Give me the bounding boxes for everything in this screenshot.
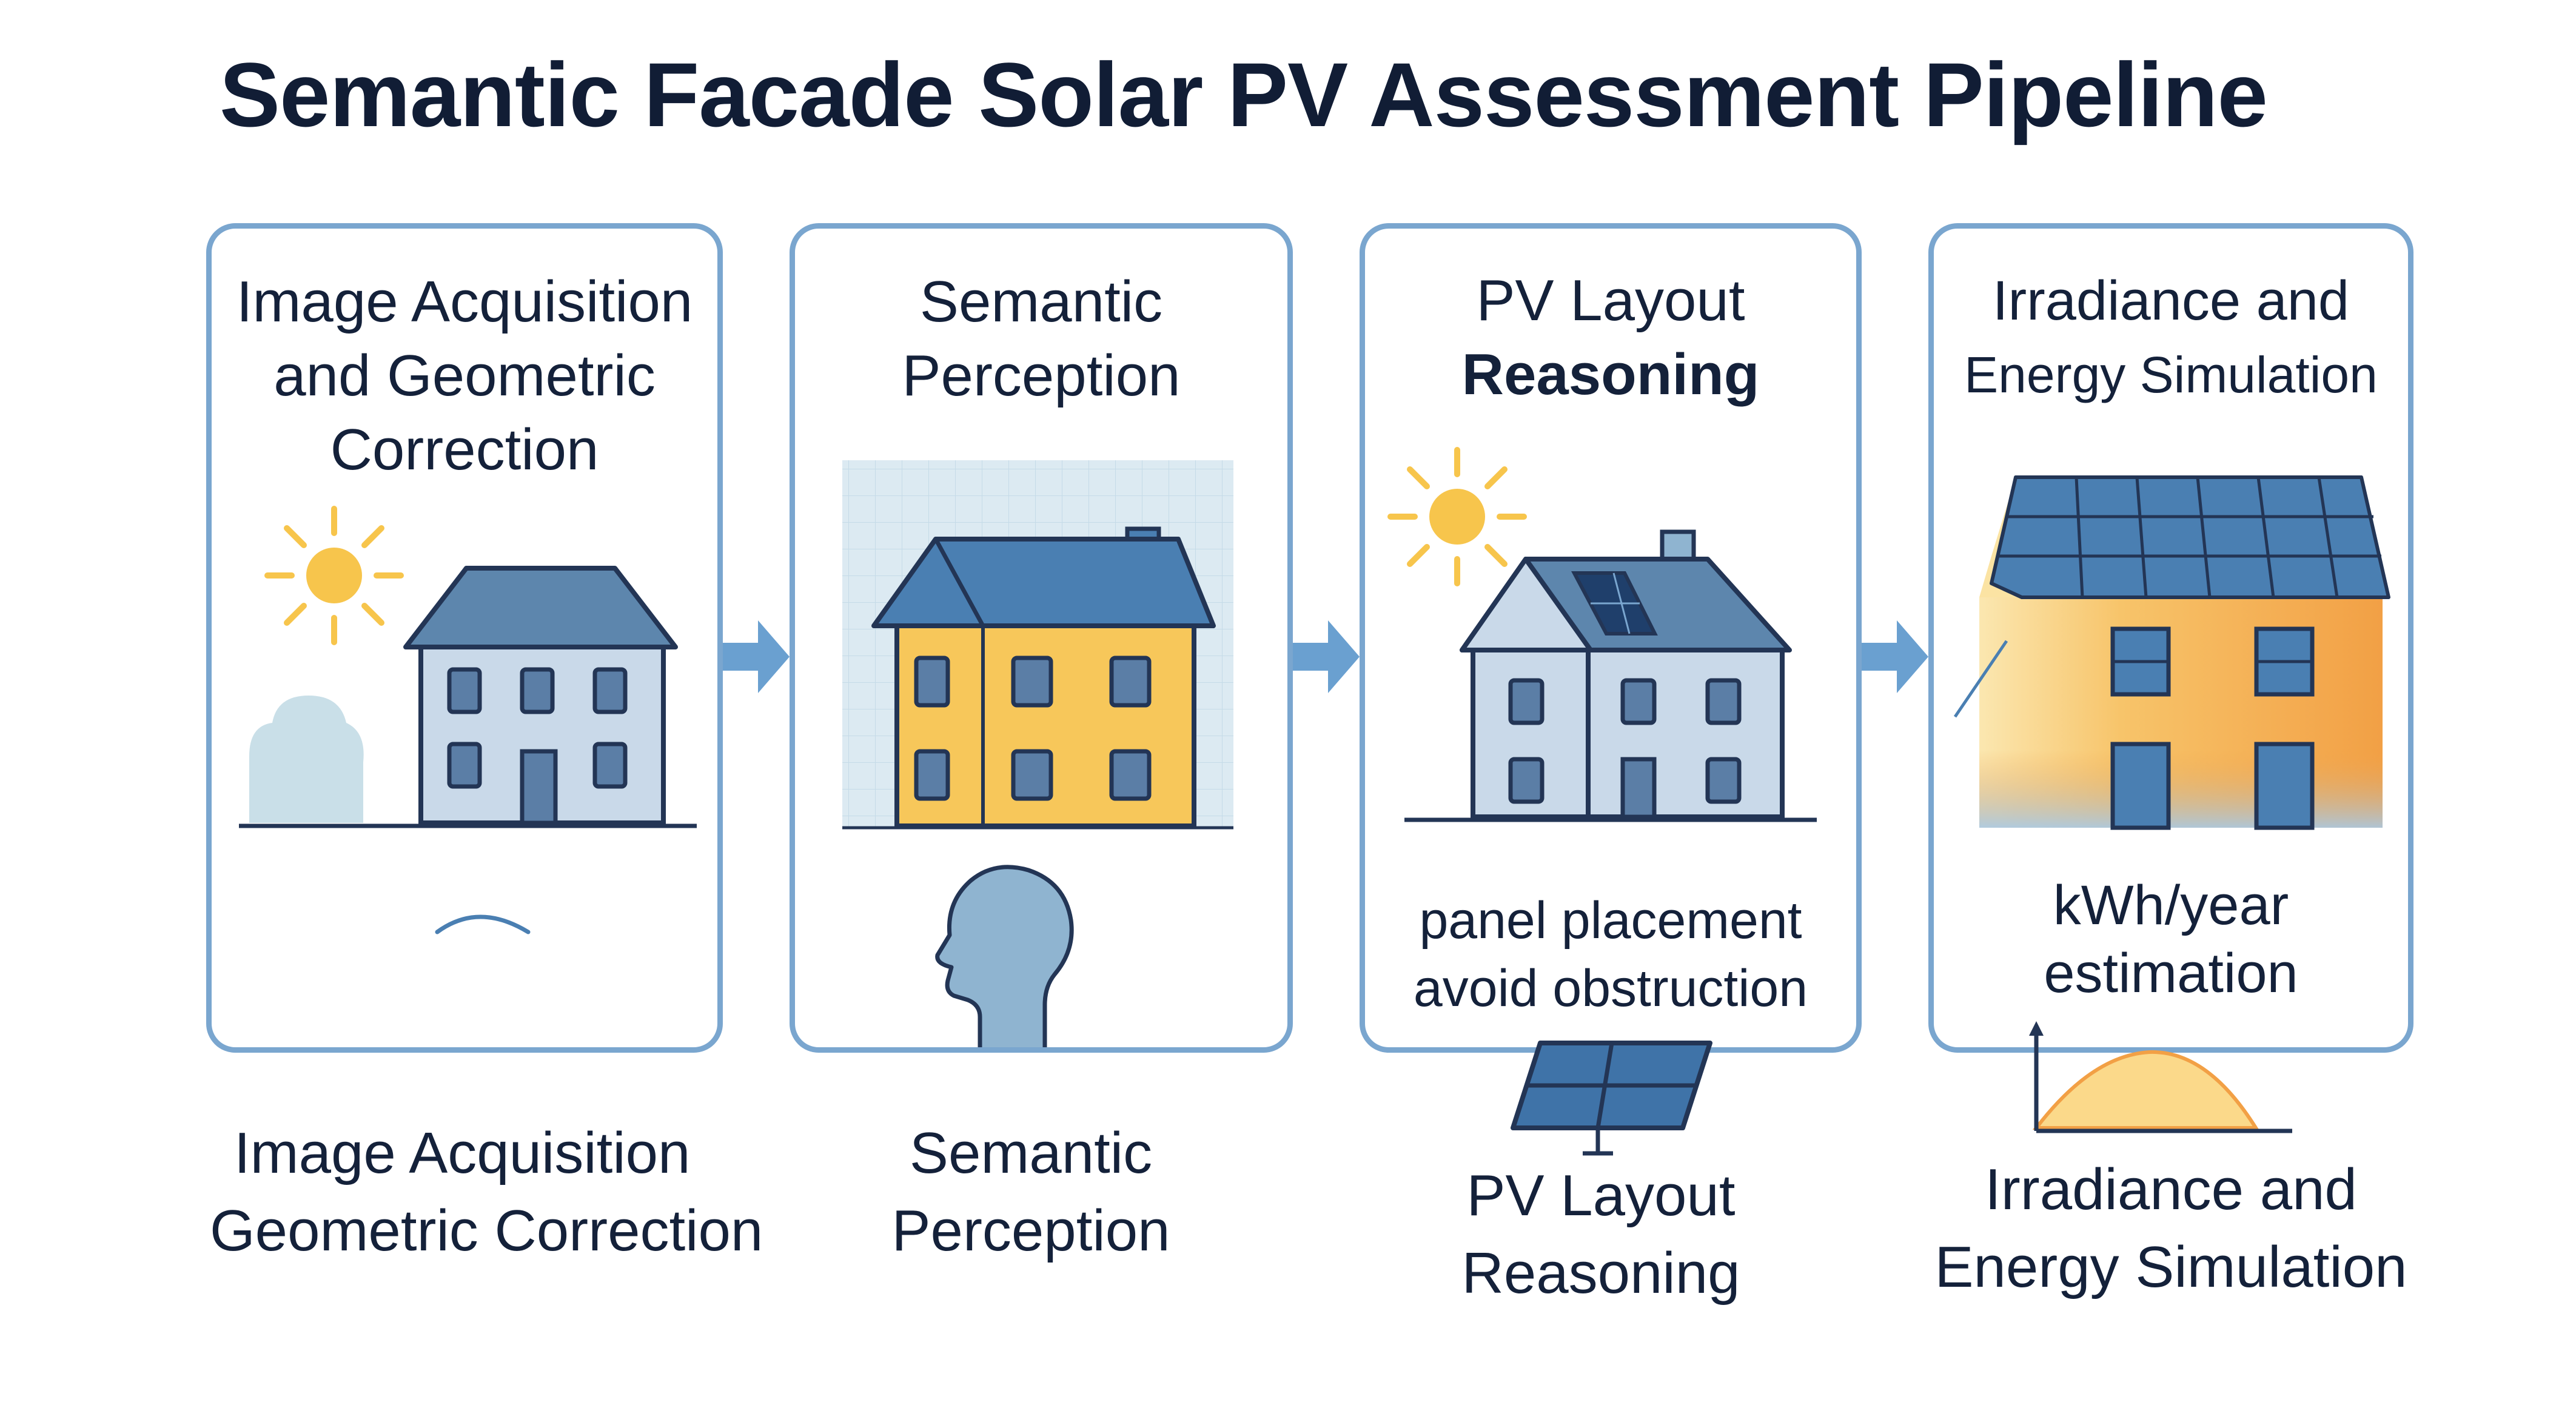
arrow-right-icon: [1293, 620, 1360, 693]
arrow-right-icon: [1862, 620, 1928, 693]
stage-title: Semantic Perception: [795, 265, 1287, 413]
stage-title-line: Correction: [330, 417, 599, 482]
stage-title-line: Perception: [902, 343, 1181, 408]
caption-line: Irradiance and: [1985, 1157, 2357, 1222]
stage-caption: PV Layout Reasoning: [1419, 1157, 1783, 1312]
stage-caption: Image Acquisition Geometric Correction: [210, 1115, 822, 1270]
tree-icon: [249, 696, 364, 823]
stage-title: PV Layout Reasoning: [1365, 264, 1856, 412]
solar-panel-icon: [1511, 1041, 1712, 1156]
sun-icon: [1387, 447, 1527, 586]
house-icon: [1953, 475, 2390, 830]
stage-caption: Semantic Perception: [861, 1115, 1201, 1270]
stage-title: Image Acquisition and Geometric Correcti…: [212, 265, 717, 487]
stage-note-line: panel placement: [1419, 891, 1802, 950]
stage-title-line: Energy Simulation: [1964, 346, 2378, 403]
caption-line: Reasoning: [1461, 1241, 1740, 1306]
caption-line: Semantic: [909, 1121, 1153, 1186]
stage-title-line: Semantic: [919, 269, 1163, 334]
caption-line: Image Acquisition: [234, 1121, 691, 1186]
stage-panel-simulation: Irradiance and Energy Simulation: [1928, 223, 2413, 1053]
house-icon: [871, 526, 1216, 828]
layout-illustration: [1387, 447, 1817, 822]
stage-title-line: Reasoning: [1461, 342, 1760, 407]
stage-panel-layout: PV Layout Reasoning: [1360, 223, 1862, 1053]
stage-note-line: avoid obstruction: [1413, 959, 1808, 1018]
stage-note: kWh/year estimation: [1934, 871, 2408, 1007]
acquisition-illustration: [239, 506, 697, 934]
simulation-illustration: [1953, 475, 2390, 830]
stage-title-line: Irradiance and: [1992, 270, 2350, 332]
stage-title: Irradiance and Energy Simulation: [1934, 264, 2408, 412]
stage-title-line: and Geometric: [273, 343, 656, 408]
arrow-right-icon: [723, 620, 790, 693]
stage-panel-perception: Semantic Perception: [790, 223, 1293, 1053]
stage-note: panel placement avoid obstruction: [1365, 887, 1856, 1022]
energy-curve-icon: [2029, 1021, 2292, 1133]
caption-line: PV Layout: [1466, 1163, 1736, 1228]
diagram-title: Semantic Facade Solar PV Assessment Pipe…: [220, 44, 2268, 146]
stage-title-line: Image Acquisition: [236, 269, 693, 334]
stage-panel-acquisition: Image Acquisition and Geometric Correcti…: [206, 223, 723, 1053]
stage-note-line: kWh/year: [2053, 874, 2289, 936]
caption-line: Perception: [891, 1198, 1170, 1263]
stage-title-line: PV Layout: [1476, 268, 1745, 333]
head-icon: [935, 865, 1074, 1047]
solar-panel-icon: [1571, 571, 1658, 636]
stage-note-line: estimation: [2044, 942, 2298, 1004]
caption-line: Energy Simulation: [1934, 1235, 2407, 1300]
caption-line: Geometric Correction: [210, 1198, 763, 1263]
house-icon: [403, 566, 678, 825]
perception-illustration: [842, 460, 1233, 1047]
house-icon: [1460, 529, 1792, 819]
stage-caption: Irradiance and Energy Simulation: [1904, 1151, 2438, 1306]
sun-icon: [264, 506, 404, 645]
